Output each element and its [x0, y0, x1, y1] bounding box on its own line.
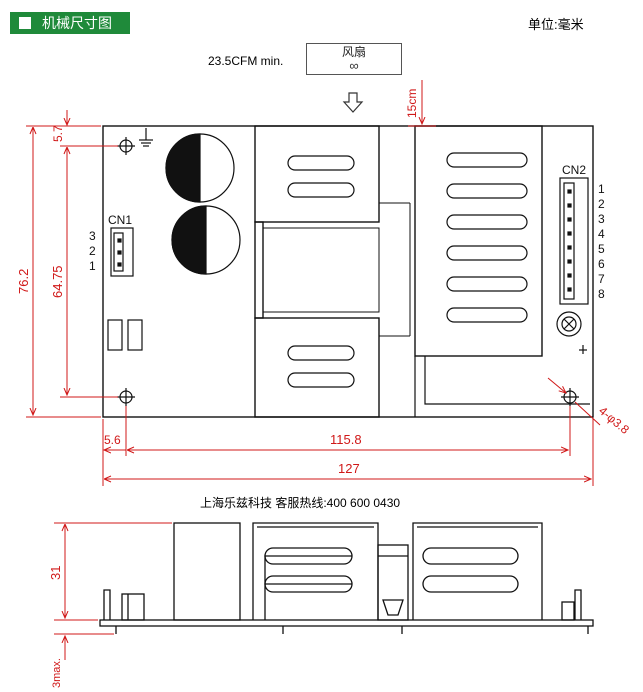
cn2-connector [559, 177, 589, 305]
small-components [107, 319, 143, 351]
heatsink-slots [287, 152, 528, 388]
cn2-label: CN2 [562, 163, 586, 177]
cn1-connector [110, 227, 134, 277]
header-square-icon [19, 17, 31, 29]
dim-fan-clearance: 15cm [405, 89, 419, 118]
dim-board-height: 76.2 [16, 269, 31, 294]
side-dimension-lines [54, 522, 172, 660]
capacitors [165, 133, 241, 275]
dim-hole-spacing-v: 64.75 [50, 265, 65, 298]
dimension-lines [26, 80, 601, 486]
cn1-pin-3: 3 [89, 229, 96, 243]
dim-mount-holes: 4-φ3.8 [596, 404, 632, 438]
dim-top-hole-offset: 5.7 [51, 125, 65, 142]
cn2-pin-1: 1 [598, 182, 605, 196]
cn2-pin-7: 7 [598, 272, 605, 286]
unit-label: 单位:毫米 [528, 17, 584, 32]
mounting-holes [117, 137, 579, 406]
pcb-top-view [102, 125, 594, 418]
cn2-pin-8: 8 [598, 287, 605, 301]
section-header: 机械尺寸图 [10, 12, 130, 34]
cn1-pin-1: 1 [89, 259, 96, 273]
fan-label: 风扇 [341, 45, 366, 59]
cn2-pin-4: 4 [598, 227, 605, 241]
cn2-pin-5: 5 [598, 242, 605, 256]
cn2-pin-6: 6 [598, 257, 605, 271]
cn1-label: CN1 [108, 213, 132, 227]
cn2-pin-2: 2 [598, 197, 605, 211]
dim-lead-length: 3max. [51, 658, 63, 688]
dim-component-height: 31 [48, 566, 63, 580]
cn2-pin-3: 3 [598, 212, 605, 226]
potentiometer-icon [556, 311, 582, 337]
dim-hole-spacing-h: 115.8 [330, 432, 362, 447]
dim-left-hole-offset: 5.6 [104, 433, 121, 447]
section-title: 机械尺寸图 [42, 15, 112, 31]
dim-board-length: 127 [338, 461, 360, 476]
fan-box: 风扇 ∞ [306, 43, 402, 75]
company-hotline: 上海乐兹科技 客服热线:400 600 0430 [200, 496, 401, 510]
cn1-pin-2: 2 [89, 244, 96, 258]
airflow-arrow [342, 92, 364, 113]
ground-icon [139, 128, 153, 147]
pcb-side-view [99, 522, 594, 634]
fan-icon: ∞ [349, 58, 359, 73]
fan-airflow: 23.5CFM min. [208, 54, 284, 68]
